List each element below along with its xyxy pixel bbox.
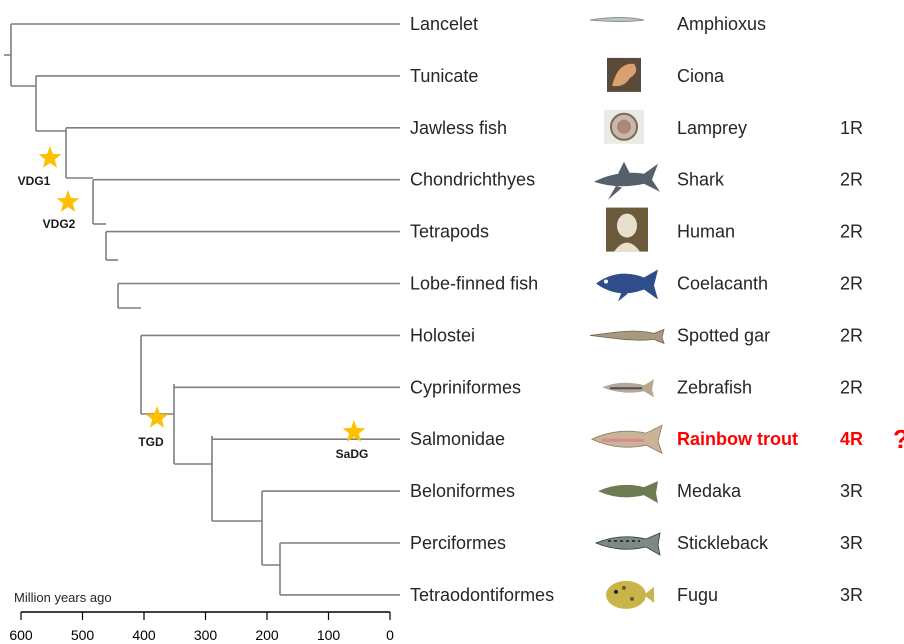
group-label: Tetrapods	[410, 222, 489, 242]
trout-thumbnail	[592, 425, 662, 453]
duplication-round-label: 1R	[840, 118, 863, 138]
coelacanth-thumbnail	[596, 270, 658, 302]
human-bust-thumbnail	[606, 208, 648, 252]
duplication-star-icon	[57, 190, 80, 212]
group-label: Chondrichthyes	[410, 170, 535, 190]
axis-tick-label: 300	[194, 627, 218, 643]
duplication-star-icon	[146, 406, 169, 428]
group-label: Salmonidae	[410, 429, 505, 449]
lamprey-thumbnail	[604, 110, 644, 144]
group-label: Lobe-finned fish	[410, 274, 538, 294]
duplication-star-icon	[39, 146, 62, 168]
group-label: Perciformes	[410, 533, 506, 553]
event-label: VDG1	[18, 174, 51, 188]
species-label: Fugu	[677, 585, 718, 605]
medaka-thumbnail	[598, 481, 658, 503]
species-label: Medaka	[677, 481, 742, 501]
species-label: Stickleback	[677, 533, 769, 553]
duplication-round-label: 2R	[840, 377, 863, 397]
species-label: Spotted gar	[677, 325, 770, 345]
fugu-thumbnail	[606, 581, 654, 609]
group-label: Cypriniformes	[410, 377, 521, 397]
question-mark-note: ?	[893, 424, 904, 454]
axis-tick-label: 500	[71, 627, 95, 643]
time-axis: Million years ago 600 500 400 300 200 100 0	[9, 590, 394, 643]
duplication-round-label: 2R	[840, 325, 863, 345]
species-label: Lamprey	[677, 118, 747, 138]
event-label: SaDG	[336, 447, 369, 461]
shark-thumbnail	[594, 162, 660, 200]
gar-thumbnail	[590, 329, 664, 343]
zebrafish-thumbnail	[602, 379, 654, 397]
group-label: Beloniformes	[410, 481, 515, 501]
group-label: Tetraodontiformes	[410, 585, 554, 605]
species-label: Ciona	[677, 66, 725, 86]
group-label: Jawless fish	[410, 118, 507, 138]
species-thumbnails	[590, 18, 664, 609]
axis-tick-label: 200	[255, 627, 279, 643]
species-label: Amphioxus	[677, 14, 766, 34]
axis-tick-label: 600	[9, 627, 33, 643]
phylogenetic-tree	[4, 24, 400, 595]
stickleback-thumbnail	[596, 533, 660, 555]
group-label: Holostei	[410, 325, 475, 345]
species-label: Rainbow trout	[677, 429, 798, 449]
event-label: VDG2	[43, 217, 76, 231]
event-label: TGD	[138, 435, 164, 449]
group-label: Tunicate	[410, 66, 478, 86]
duplication-round-label: 3R	[840, 585, 863, 605]
axis-tick-label: 0	[386, 627, 394, 643]
duplication-round-label: 2R	[840, 274, 863, 294]
tunicate-thumbnail	[607, 58, 641, 92]
lancelet-thumbnail	[590, 18, 644, 22]
duplication-round-label: 2R	[840, 170, 863, 190]
axis-tick-label: 100	[317, 627, 341, 643]
duplication-round-label: 2R	[840, 222, 863, 242]
species-label: Shark	[677, 170, 725, 190]
duplication-round-label: 3R	[840, 533, 863, 553]
species-label: Zebrafish	[677, 377, 752, 397]
duplication-round-label: 3R	[840, 481, 863, 501]
axis-title: Million years ago	[14, 590, 112, 605]
group-label: Lancelet	[410, 14, 478, 34]
species-label: Human	[677, 222, 735, 242]
species-label: Coelacanth	[677, 274, 768, 294]
duplication-round-label: 4R	[840, 429, 863, 449]
axis-tick-label: 400	[132, 627, 156, 643]
